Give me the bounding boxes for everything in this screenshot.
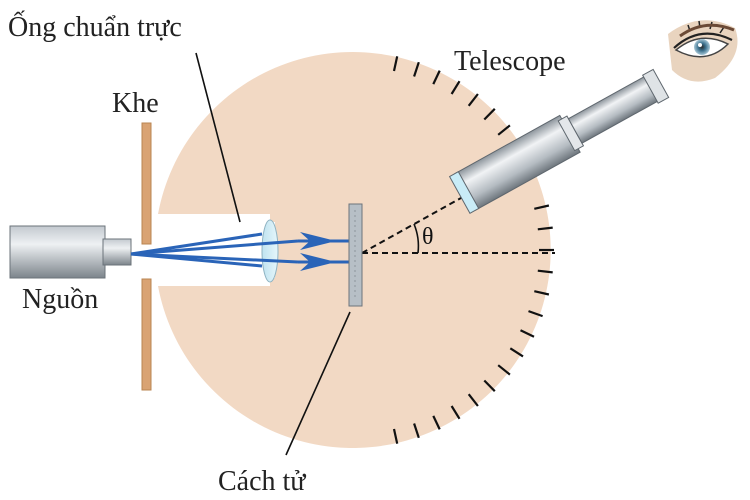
collimator-leader-line [195,52,241,223]
scale-tick [520,329,535,338]
telescope-axis-dashed-line [361,192,471,254]
light-source [9,225,132,279]
scale-tick [497,364,511,376]
collimator-lens [261,219,279,283]
angle-arc [413,223,420,254]
scale-tick [413,423,420,439]
scale-tick [537,269,553,274]
telescope-label: Telescope [454,46,566,77]
scale-tick [450,80,461,95]
scale-tick [392,428,399,444]
scale-tick [534,290,550,296]
scale-tick [450,405,461,420]
angle-label: θ [422,224,434,250]
slit-plate-top [141,122,152,245]
scale-tick [537,226,553,231]
scale-tick [497,124,511,136]
scale-tick [528,310,543,318]
eye-icon [668,20,738,82]
scale-tick [467,93,479,107]
scale-tick [432,415,441,430]
beam-arrow-lower [300,253,336,271]
diffraction-grating [348,203,363,307]
beam-arrow-upper [300,232,336,250]
source-label: Nguồn [22,284,98,315]
light-beams [130,232,352,268]
scale-tick [467,393,479,407]
scale-tick [413,61,420,77]
scale-tick [432,70,441,85]
scale-tick [483,108,496,121]
collimator-label: Ống chuẩn trực [8,11,182,43]
slit-label: Khe [112,88,159,119]
angle-scale [392,56,554,444]
scale-tick [534,204,550,210]
telescope [448,68,670,214]
grating-leader-line [285,311,351,456]
scale-tick [483,379,496,392]
scale-tick [509,347,524,358]
scale-tick [392,56,399,72]
grating-label: Cách tử [218,466,306,497]
slit-plate-bottom [141,278,152,391]
